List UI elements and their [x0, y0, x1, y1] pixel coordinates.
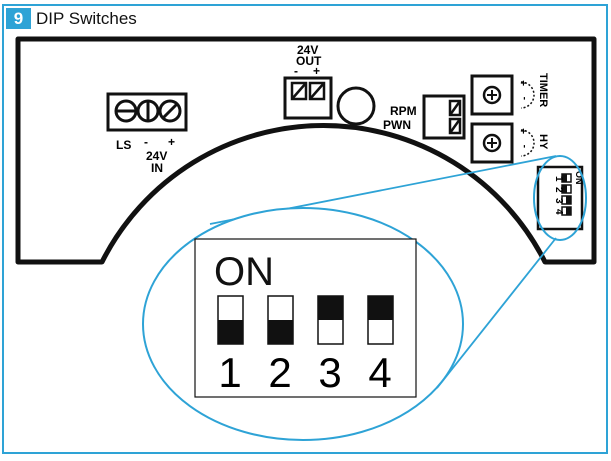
switch-number-2: 2 — [268, 349, 291, 396]
input-terminal-block — [106, 92, 188, 132]
timer-plus-label: + — [519, 80, 530, 86]
control-board-outline — [15, 36, 597, 265]
out-label-24v: 24V — [297, 43, 318, 57]
out-plus-label: + — [313, 64, 320, 78]
magnified-switch-group — [217, 295, 394, 345]
switch-1-slider[interactable] — [218, 320, 243, 344]
board-dip-num-1: 1 — [553, 176, 564, 182]
hy-plus-label: + — [519, 128, 530, 134]
rpm-pwn-connector — [422, 94, 466, 140]
out-label-out: OUT — [296, 54, 322, 68]
magnified-switch-numbers: 1 2 3 4 — [218, 349, 391, 396]
timer-minus-label: - — [519, 97, 530, 100]
output-connector — [283, 76, 333, 120]
magnified-on-label: ON — [214, 250, 274, 294]
in-label-in: IN — [151, 161, 163, 175]
board-dip-switch — [536, 165, 584, 231]
hy-minus-label: - — [519, 145, 530, 148]
board-dip-num-4: 4 — [553, 209, 564, 215]
switch-number-4: 4 — [368, 349, 391, 396]
switch-number-3: 3 — [318, 349, 341, 396]
timer-label: TIMER — [537, 73, 549, 107]
in-label-24v: 24V — [146, 149, 167, 163]
switch-3-slider[interactable] — [318, 296, 343, 320]
outer-border — [2, 4, 608, 454]
board-dip-num-3: 3 — [553, 198, 564, 204]
switch-4-slider[interactable] — [368, 296, 393, 320]
dip-highlight-ring — [533, 155, 587, 241]
section-title: DIP Switches — [36, 9, 137, 28]
out-minus-label: - — [294, 64, 298, 78]
round-component — [336, 86, 376, 126]
hy-potentiometer — [470, 122, 535, 164]
rpm-label: RPM — [390, 104, 417, 118]
step-number-badge: 9 — [6, 8, 31, 29]
ls-label: LS — [116, 138, 131, 152]
in-minus-label: - — [144, 135, 148, 149]
zoom-line-bottom — [436, 237, 557, 389]
board-dip-on-label: ON — [574, 171, 584, 185]
switch-2-slider[interactable] — [268, 320, 293, 344]
pwn-label: PWN — [383, 118, 411, 132]
switch-number-1: 1 — [218, 349, 241, 396]
hy-label: HY — [537, 134, 549, 150]
board-dip-num-2: 2 — [553, 187, 564, 193]
in-plus-label: + — [168, 135, 175, 149]
timer-potentiometer — [470, 74, 535, 116]
